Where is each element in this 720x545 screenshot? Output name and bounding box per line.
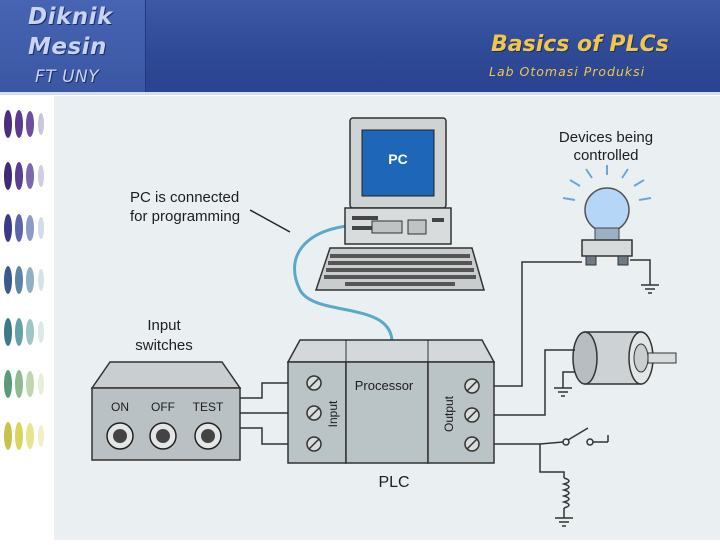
pc-screen-label: PC — [388, 151, 407, 167]
logo-panel: Diknik Mesin FT UNY — [0, 0, 146, 92]
pc-caption-line2: for programming — [130, 208, 240, 225]
input-caption-line2: switches — [135, 337, 193, 354]
plc-diagram: PC PC is connected for programming Devic… — [54, 96, 720, 540]
programming-cable — [293, 223, 394, 346]
input-switches-box: ON OFF TEST — [90, 361, 242, 461]
devices-caption-line2: controlled — [573, 147, 638, 164]
switch-off-label: OFF — [151, 400, 175, 414]
pc-caption-line1: PC is connected — [130, 189, 239, 206]
logo-text-ft-uny: FT UNY — [35, 67, 100, 87]
plc-unit: Processor Input Output — [286, 339, 496, 464]
pc-monitor: PC — [344, 117, 452, 245]
processor-module-label: Processor — [355, 378, 414, 393]
plc-output-module — [427, 361, 495, 464]
header-divider — [0, 92, 720, 95]
slide-subtitle: Lab Otomasi Produksi — [489, 64, 646, 79]
output-terminals — [464, 378, 480, 452]
pc-keyboard — [314, 247, 485, 291]
slide-title: Basics of PLCs — [491, 32, 669, 57]
plc-processor-module — [345, 361, 429, 464]
devices-caption-line1: Devices being — [559, 129, 653, 146]
input-caption-line1: Input — [147, 317, 181, 334]
pc-callout-line — [249, 209, 291, 233]
plc-diagram-drawing: PC PC is connected for programming Devic… — [90, 117, 677, 527]
logo-text-diknik: Diknik — [28, 4, 113, 30]
input-module-label: Input — [326, 400, 340, 427]
header-banner: Diknik Mesin FT UNY Basics of PLCs Lab O… — [0, 0, 720, 92]
decorative-bubbles — [4, 110, 44, 450]
switch-test-label: TEST — [193, 400, 224, 414]
switch-on-label: ON — [111, 400, 129, 414]
light-bulb-device — [562, 165, 652, 266]
input-terminals — [306, 375, 322, 452]
motor-device — [572, 331, 677, 385]
output-module-label: Output — [442, 395, 456, 432]
logo-text-mesin: Mesin — [28, 34, 107, 60]
plc-label: PLC — [378, 474, 409, 491]
